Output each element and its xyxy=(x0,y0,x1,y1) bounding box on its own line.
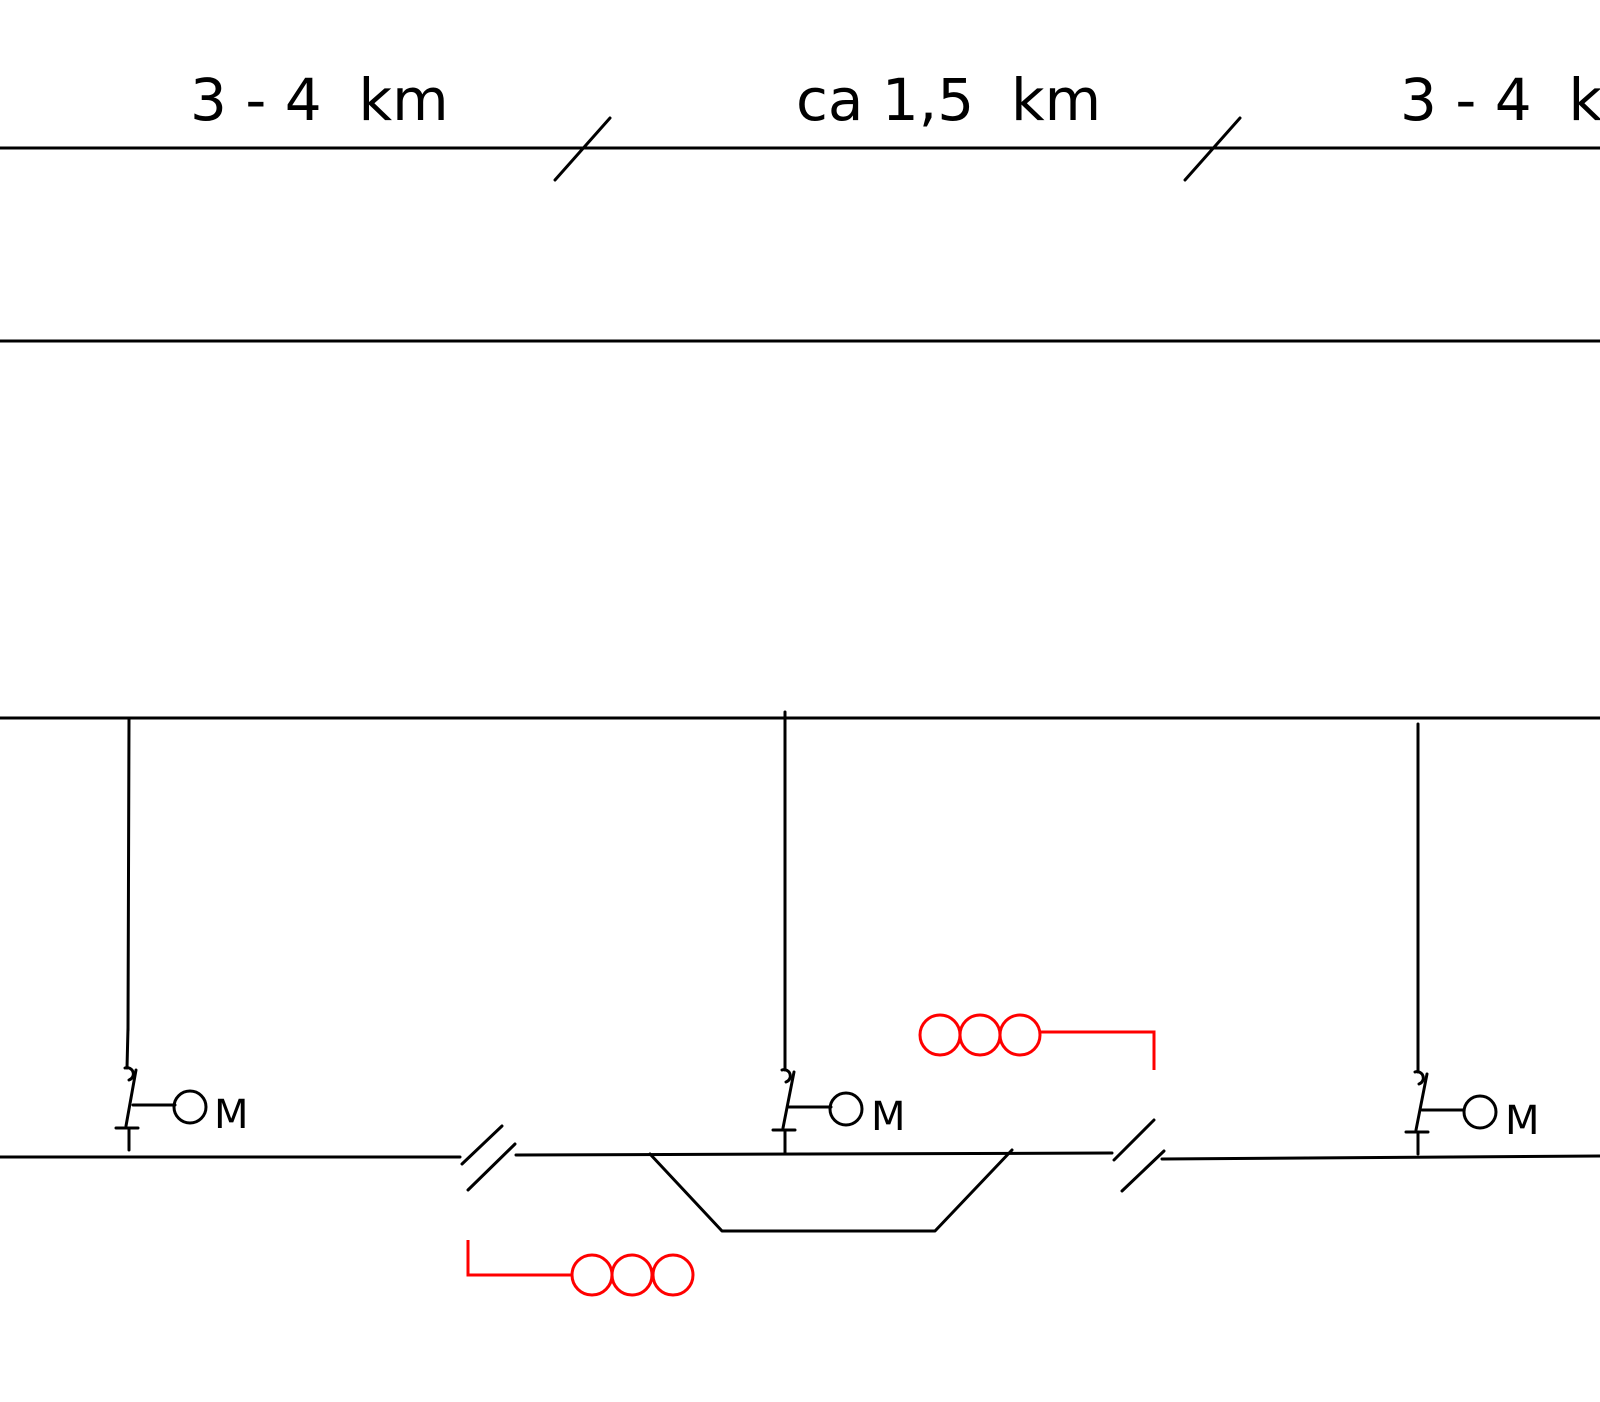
contact-line-right xyxy=(1160,1154,1600,1161)
three-lamp-signal-icon xyxy=(918,1013,1156,1070)
passing-loop-track xyxy=(648,1148,1014,1233)
section-break-icon xyxy=(1183,116,1242,182)
three-lamp-signal-icon xyxy=(466,1240,695,1297)
section-length-middle-label: ca 1,5 km xyxy=(796,66,1101,134)
motor-operated-disconnector-icon xyxy=(114,1026,208,1152)
section-length-right-label: 3 - 4 km xyxy=(1400,66,1600,134)
section-break-icon xyxy=(553,116,612,182)
motor-operated-disconnector-icon xyxy=(771,1053,864,1156)
section-length-left-label: 3 - 4 km xyxy=(190,66,449,134)
motor-label-middle: M xyxy=(871,1094,906,1140)
motor-label-right: M xyxy=(1505,1098,1540,1144)
section-break-icon xyxy=(460,1124,517,1192)
motor-operated-disconnector-icon xyxy=(1404,1033,1498,1156)
section-break-icon xyxy=(1112,1118,1166,1193)
motor-label-left: M xyxy=(214,1092,249,1138)
contact-line-middle xyxy=(514,1151,1114,1157)
drop-left xyxy=(126,716,131,1032)
